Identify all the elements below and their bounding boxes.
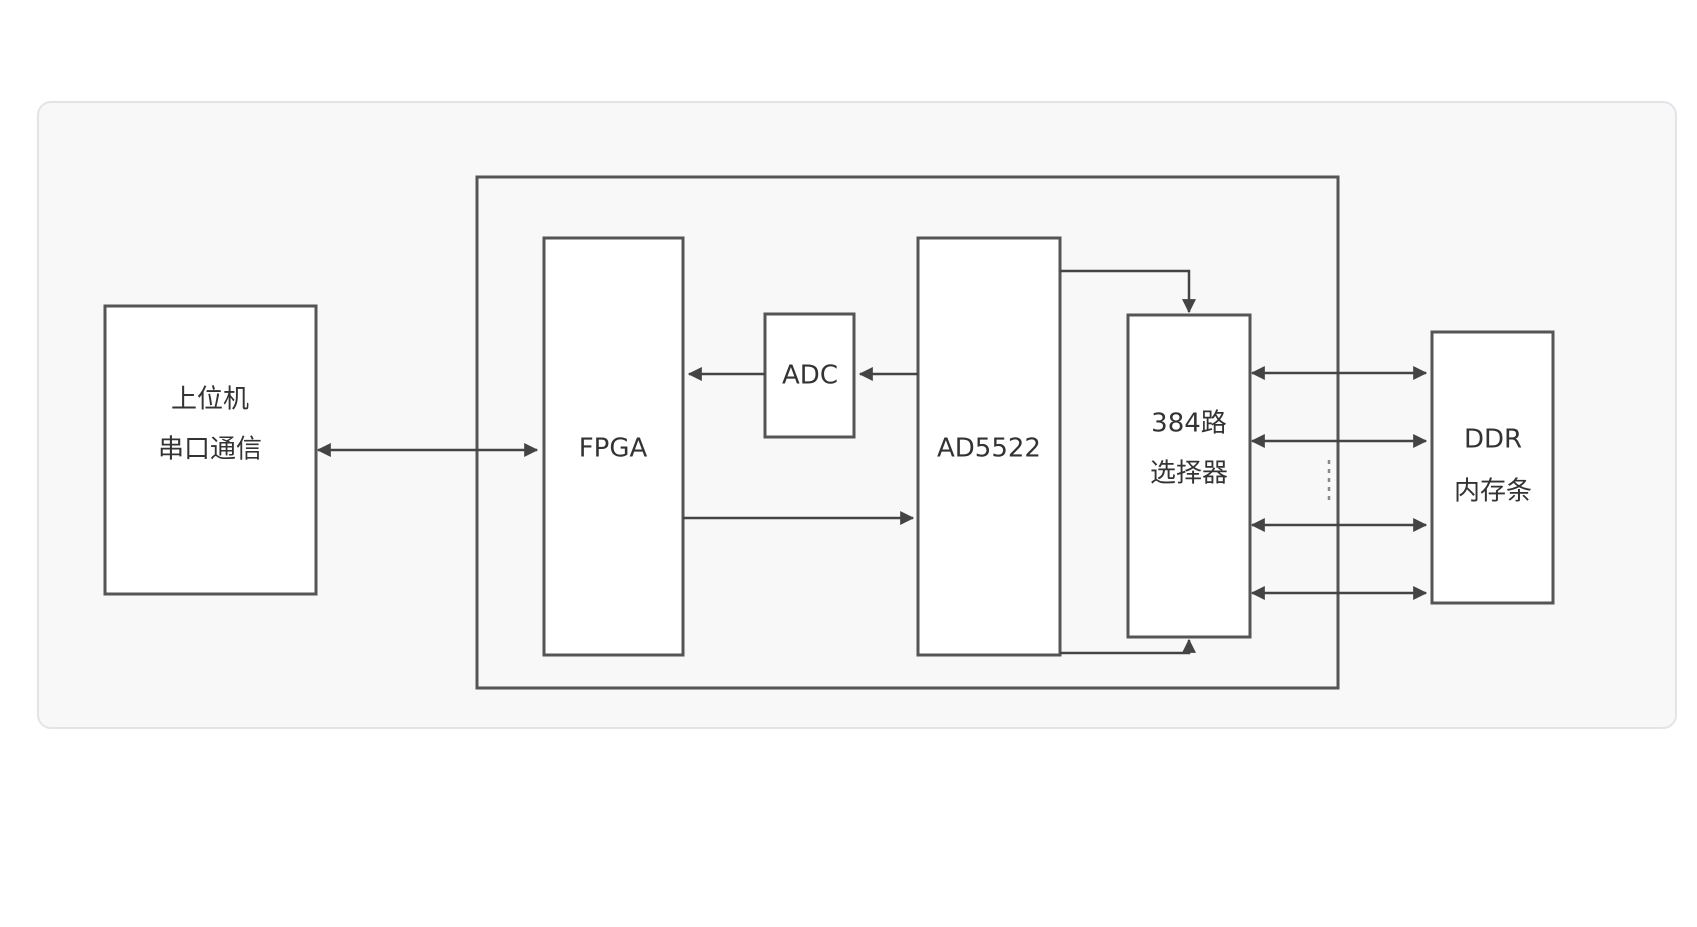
host-label-line1: 上位机 [171, 385, 249, 415]
host-block: 上位机 串口通信 [103, 304, 318, 596]
fpga-block: FPGA [542, 236, 685, 657]
ad5522-label: AD5522 [937, 434, 1041, 464]
adc-block: ADC [763, 312, 856, 439]
ddr-label-line2: 内存条 [1454, 477, 1532, 507]
selector-label-line1: 384路 [1151, 409, 1227, 439]
host-label-line2: 串口通信 [158, 435, 262, 465]
ad5522-block: AD5522 [916, 236, 1062, 657]
ddr-block: DDR 内存条 [1430, 330, 1555, 605]
selector-label-line2: 选择器 [1150, 459, 1228, 489]
adc-label: ADC [782, 361, 838, 391]
system-frame [475, 175, 1340, 690]
fpga-label: FPGA [579, 434, 648, 464]
arrow-ad5522-to-selector-top [1060, 269, 1196, 314]
arrow-ad5522-to-selector-bottom [1060, 638, 1196, 655]
selector-block: 384路 选择器 [1126, 313, 1252, 639]
ddr-label-line1: DDR [1464, 425, 1522, 455]
